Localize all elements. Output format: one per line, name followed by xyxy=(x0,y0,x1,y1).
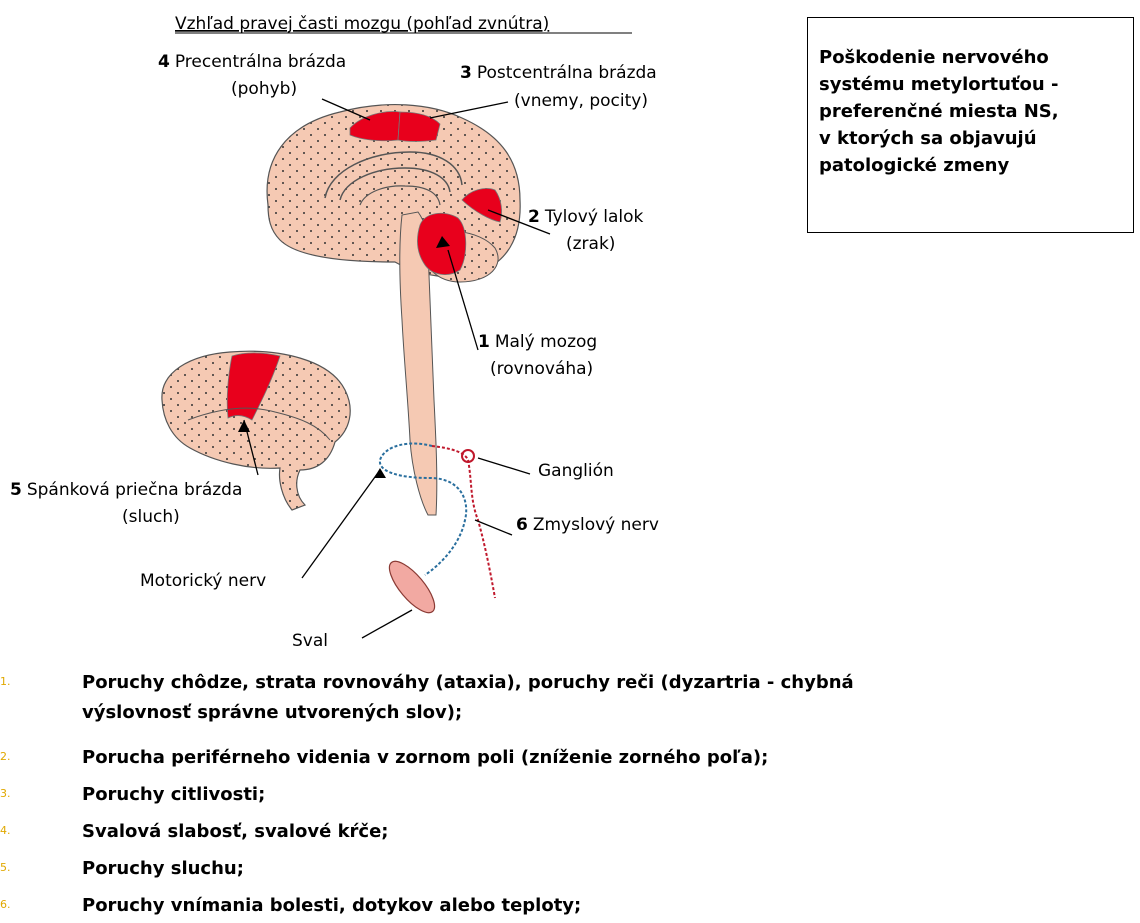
label-postcentral-sub: (vnemy, pocity) xyxy=(514,91,648,111)
label-ganglion: Ganglión xyxy=(538,461,614,481)
info-line: v ktorých sa objavujú xyxy=(819,125,1123,152)
list-text: Poruchy sluchu; xyxy=(82,855,1122,883)
info-line: Poškodenie nervového xyxy=(819,44,1123,71)
info-line: systému metylortuťou - xyxy=(819,71,1123,98)
list-number: 2. xyxy=(0,750,11,763)
info-line: preferenčné miesta NS, xyxy=(819,98,1123,125)
brain-diagram: Vzhľad pravej časti mozgu (pohľad zvnútr… xyxy=(0,0,800,665)
label-cerebellum-sub: (rovnováha) xyxy=(490,359,593,379)
list-number: 1. xyxy=(0,675,11,688)
label-temporal-sub: (sluch) xyxy=(122,507,180,527)
sensory-nerve xyxy=(432,446,495,598)
list-text: Porucha periférneho videnia v zornom pol… xyxy=(82,744,1122,772)
info-line: patologické zmeny xyxy=(819,152,1123,179)
list-text: Poruchy citlivosti; xyxy=(82,781,1122,809)
list-text: Poruchy vnímania bolesti, dotykov alebo … xyxy=(82,892,1122,920)
diagram-title: Vzhľad pravej časti mozgu (pohľad zvnútr… xyxy=(175,14,549,34)
muscle-shape xyxy=(382,555,442,619)
list-number: 4. xyxy=(0,824,11,837)
info-box: Poškodenie nervového systému metylortuťo… xyxy=(807,17,1134,233)
label-motor: Motorický nerv xyxy=(140,571,266,591)
list-text: Svalová slabosť, svalové kŕče; xyxy=(82,818,1122,846)
label-precentral-sub: (pohyb) xyxy=(231,79,297,99)
label-occipital-sub: (zrak) xyxy=(566,234,615,254)
list-text: výslovnosť správne utvorených slov); xyxy=(82,699,1122,727)
list-text: Poruchy chôdze, strata rovnováhy (ataxia… xyxy=(82,669,1122,697)
list-number: 3. xyxy=(0,787,11,800)
list-number: 6. xyxy=(0,898,11,911)
label-muscle: Sval xyxy=(292,631,328,651)
list-number: 5. xyxy=(0,861,11,874)
